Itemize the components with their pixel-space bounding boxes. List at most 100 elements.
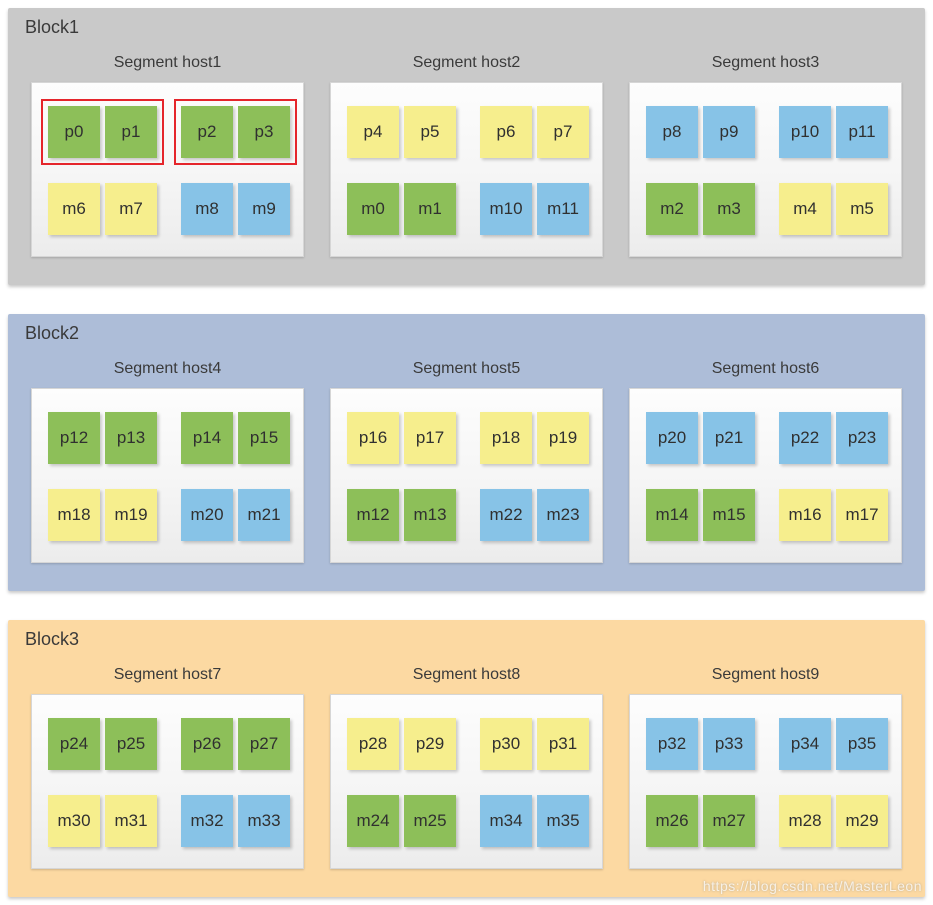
segment-cell: p7: [537, 106, 589, 158]
segment-cell: m19: [105, 489, 157, 541]
segment-cell: m14: [646, 489, 698, 541]
segment-cell: m11: [537, 183, 589, 235]
host-title: Segment host4: [113, 360, 222, 377]
segment-cell: m32: [181, 795, 233, 847]
host-title: Segment host7: [113, 666, 222, 683]
segment-cell: p33: [703, 718, 755, 770]
segment-cell: p19: [537, 412, 589, 464]
segment-cell: m13: [404, 489, 456, 541]
segment-cell: m3: [703, 183, 755, 235]
segment-cell: m8: [181, 183, 233, 235]
segment-cell: m16: [779, 489, 831, 541]
watermark: https://blog.csdn.net/MasterLeon: [702, 878, 922, 894]
segment-cell: p18: [480, 412, 532, 464]
segment-cell: p21: [703, 412, 755, 464]
segment-cell: p6: [480, 106, 532, 158]
segment-cell: m30: [48, 795, 100, 847]
segment-cell: m10: [480, 183, 532, 235]
segment-cell: p1: [105, 106, 157, 158]
segment-cell: p10: [779, 106, 831, 158]
segment-cell: m29: [836, 795, 888, 847]
segment-cell: m17: [836, 489, 888, 541]
segment-cell: m12: [347, 489, 399, 541]
segment-cell: p5: [404, 106, 456, 158]
block-title: Block3: [25, 629, 80, 649]
segment-cell: p20: [646, 412, 698, 464]
segment-cell: p35: [836, 718, 888, 770]
segment-cell: p17: [404, 412, 456, 464]
segment-cell: m0: [347, 183, 399, 235]
segment-cell: m35: [537, 795, 589, 847]
segment-cell: m7: [105, 183, 157, 235]
segment-cell: p13: [105, 412, 157, 464]
segment-cell: p34: [779, 718, 831, 770]
segment-cell: p26: [181, 718, 233, 770]
segment-cell: m6: [48, 183, 100, 235]
host-title: Segment host5: [412, 360, 521, 377]
segment-cell: m31: [105, 795, 157, 847]
segment-cell: m1: [404, 183, 456, 235]
host-title: Segment host8: [412, 666, 521, 683]
segment-cell: m2: [646, 183, 698, 235]
segment-cell: m20: [181, 489, 233, 541]
host-title: Segment host6: [711, 360, 820, 377]
segment-cell: m9: [238, 183, 290, 235]
segment-cell: p14: [181, 412, 233, 464]
segment-cell: p29: [404, 718, 456, 770]
block-title: Block1: [25, 17, 80, 37]
segment-cell: m33: [238, 795, 290, 847]
segment-cell: m25: [404, 795, 456, 847]
host-title: Segment host2: [412, 54, 521, 71]
segment-cell: p28: [347, 718, 399, 770]
block-title: Block2: [25, 323, 80, 343]
